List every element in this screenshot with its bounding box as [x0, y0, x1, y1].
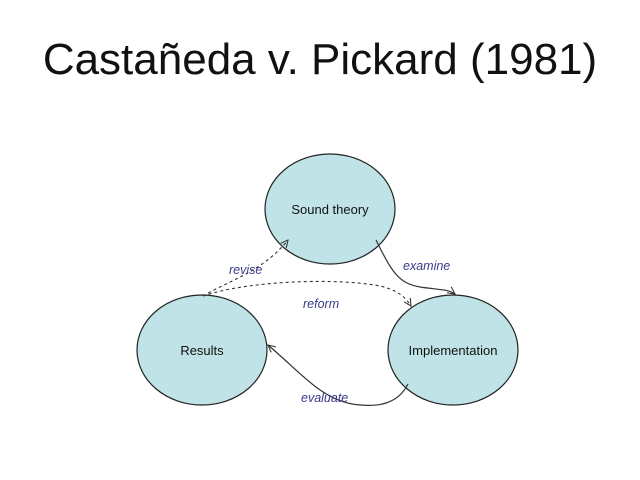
node-implementation-label: Implementation [409, 343, 498, 358]
node-results-label: Results [180, 343, 224, 358]
edge-examine [375, 239, 455, 294]
edge-reform [202, 280, 411, 306]
node-implementation [387, 294, 519, 406]
node-results [136, 294, 268, 406]
slide-title: Castañeda v. Pickard (1981) [42, 35, 598, 84]
edge-evaluate [268, 345, 409, 406]
edge-examine-label: examine [403, 259, 450, 273]
edge-revise-label: revise [229, 263, 262, 277]
edge-evaluate-label: evaluate [301, 391, 348, 405]
edge-revise [202, 240, 288, 297]
node-sound-theory-label: Sound theory [291, 202, 369, 217]
edge-reform-label: reform [303, 297, 339, 311]
node-sound-theory [264, 153, 396, 265]
